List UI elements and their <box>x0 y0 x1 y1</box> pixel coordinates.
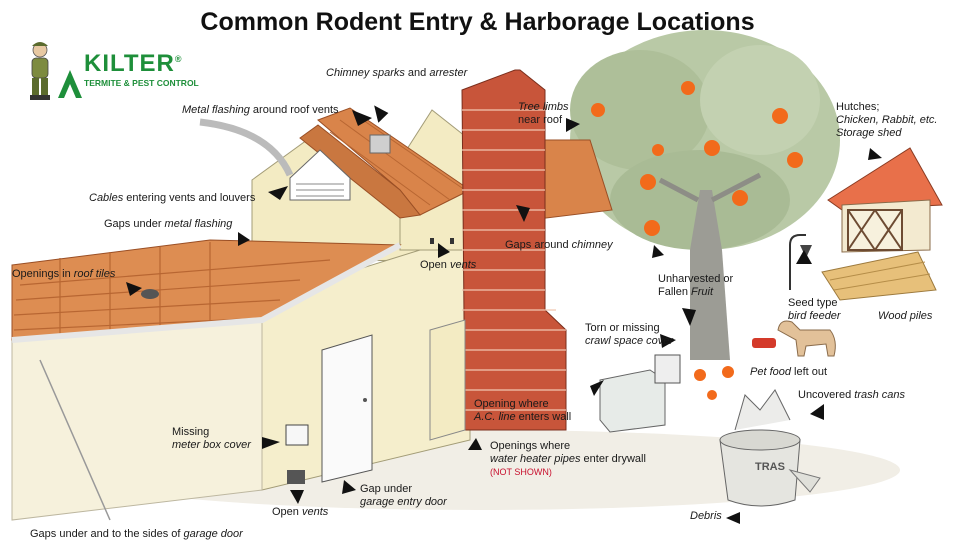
label-pet-food: Pet food left out <box>750 366 827 379</box>
dog <box>778 321 835 356</box>
label-wood-piles: Wood piles <box>878 310 932 323</box>
label-chimney-sparks: Chimney sparks and arrester <box>326 67 467 80</box>
label-water-heater: Openings where water heater pipes enter … <box>490 440 646 479</box>
label-metal-flashing-vents: Metal flashing around roof vents <box>182 104 339 117</box>
pet-food-bowl <box>752 338 776 348</box>
label-garage-door: Gaps under and to the sides of garage do… <box>30 528 243 541</box>
wood-piles <box>822 252 936 300</box>
label-trash-cans: Uncovered trash cans <box>798 389 905 402</box>
label-open-vents-bottom: Open vents <box>272 506 328 519</box>
label-cables: Cables entering vents and louvers <box>89 192 255 205</box>
storage-shed <box>828 148 942 252</box>
label-gaps-chimney: Gaps around chimney <box>505 239 613 252</box>
label-debris: Debris <box>690 510 722 523</box>
label-open-vents-top: Open vents <box>420 259 476 272</box>
not-shown-note: (NOT SHOWN) <box>490 466 646 479</box>
label-roof-tiles: Openings in roof tiles <box>12 268 115 281</box>
label-hutches: Hutches;Chicken, Rabbit, etc.Storage she… <box>836 101 938 140</box>
trash-can-text: TRAS <box>755 461 785 473</box>
label-gaps-flashing: Gaps under metal flashing <box>104 218 232 231</box>
